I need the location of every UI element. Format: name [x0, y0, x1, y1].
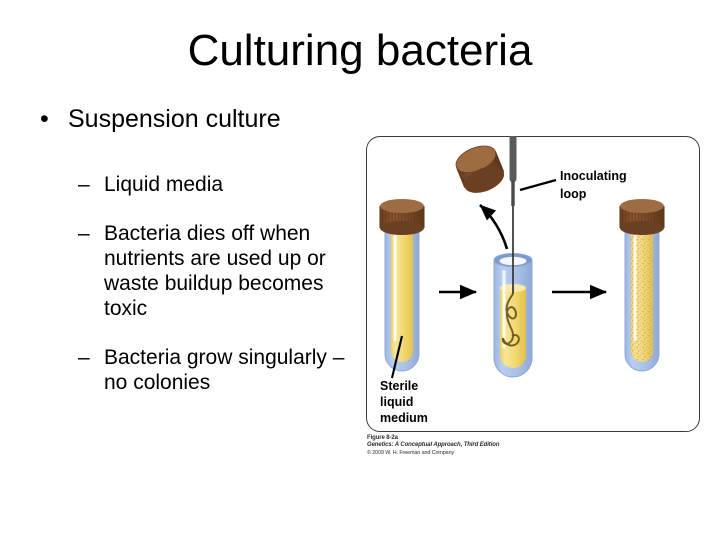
sterile-label-line2: liquid: [380, 395, 413, 409]
suspension-culture-diagram: Sterile liquid medium: [379, 136, 665, 425]
bullet-bacteria-grow-singularly: – Bacteria grow singularly – no colonies: [28, 345, 358, 395]
inoculating-label-line1: Inoculating: [560, 169, 627, 183]
tube-middle: [493, 136, 533, 378]
cap-left-icon: [379, 199, 425, 235]
cap-removal-arrow-icon: [479, 204, 509, 250]
bullet-marker-dot: •: [40, 105, 49, 133]
bullet-suspension-culture: • Suspension culture: [28, 104, 358, 134]
bullet-text: Liquid media: [104, 173, 224, 196]
inoculating-loop-label: Inoculating loop: [560, 169, 627, 201]
inoculating-loop-leader: [519, 178, 557, 192]
caption-source: Genetics: A Conceptual Approach, Third E…: [367, 442, 500, 449]
bullet-bacteria-dies-off: – Bacteria dies off when nutrients are u…: [28, 221, 358, 321]
tube-right: [619, 199, 665, 372]
sterile-medium-label: Sterile liquid medium: [380, 379, 428, 425]
figure-caption: Figure 8-2a Genetics: A Conceptual Appro…: [367, 435, 667, 457]
sterile-medium-leader: [390, 335, 404, 379]
sterile-label-line3: medium: [380, 411, 428, 425]
detached-cap-icon: [455, 145, 505, 193]
cap-right-icon: [619, 199, 665, 235]
inoculating-label-line2: loop: [560, 187, 587, 201]
bullet-spacer: [28, 140, 358, 172]
caption-copyright: © 2009 W. H. Freeman and Company: [367, 449, 455, 456]
bullet-spacer: [28, 321, 358, 345]
bullet-text: Bacteria dies off when nutrients are use…: [104, 222, 326, 320]
tube-left: [379, 199, 425, 379]
bullet-list: • Suspension culture – Liquid media – Ba…: [28, 104, 358, 395]
caption-figure-number: Figure 8-2a: [367, 435, 398, 441]
bullet-text: Bacteria grow singularly – no colonies: [104, 346, 345, 394]
bullet-marker-dash: –: [78, 222, 90, 245]
bullet-liquid-media: – Liquid media: [28, 172, 358, 197]
page-title: Culturing bacteria: [187, 26, 533, 75]
bullet-spacer: [28, 197, 358, 221]
bullet-marker-dash: –: [78, 173, 90, 196]
bullet-marker-dash: –: [78, 346, 90, 369]
sterile-label-line1: Sterile: [380, 379, 418, 393]
inoculating-loop-icon: [501, 136, 520, 347]
bullet-text: Suspension culture: [68, 105, 281, 133]
figure-panel: Sterile liquid medium: [366, 136, 702, 456]
